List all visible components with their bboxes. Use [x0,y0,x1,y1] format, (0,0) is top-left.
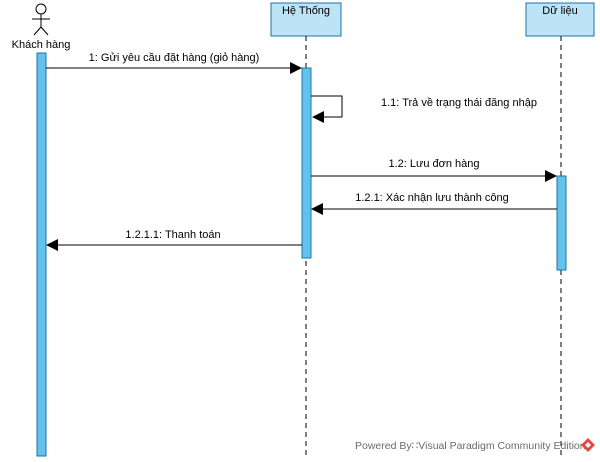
activation-du-lieu[interactable] [556,175,567,271]
message-1-2[interactable]: 1.2: Lưu đơn hàng [311,158,557,182]
arrowhead-icon [545,170,557,182]
message-label: 1.1: Trả về trạng thái đăng nhập [381,97,537,109]
watermark-text: Powered By∷Visual Paradigm Community Edi… [355,440,586,452]
lifeline-label-khach-hang: Khách hàng [12,39,71,51]
message-label: 1.2.1.1: Thanh toán [125,229,220,241]
lifeline-du-lieu-head[interactable]: Dữ liệu [525,2,595,37]
message-1-1[interactable]: 1.1: Trả về trạng thái đăng nhập [311,95,537,123]
actor-icon [32,3,50,36]
arrowhead-icon [290,62,302,74]
arrowhead-icon [311,203,323,215]
message-label: 1.2: Lưu đơn hàng [388,158,479,170]
message-label: 1.2.1: Xác nhận lưu thành công [355,192,509,204]
activation-khach-hang[interactable] [36,52,47,457]
message-1-2-1-1[interactable]: 1.2.1.1: Thanh toán [46,229,302,251]
arrowhead-icon [46,239,58,251]
message-label: 1: Gửi yêu cầu đặt hàng (giỏ hàng) [89,52,260,64]
lifeline-box-du-lieu [525,2,595,37]
message-line [311,95,343,118]
message-1[interactable]: 1: Gửi yêu cầu đặt hàng (giỏ hàng) [46,52,302,74]
lifeline-box-he-thong [270,2,342,37]
activation-he-thong[interactable] [301,67,312,259]
watermark-product: Visual Paradigm Community Edition [418,440,585,452]
actor-khach-hang[interactable]: Khách hàng [12,3,71,51]
lifeline-label-he-thong: Hệ Thống [282,5,330,17]
message-1-2-1[interactable]: 1.2.1: Xác nhận lưu thành công [311,192,557,215]
arrowhead-icon [312,111,324,123]
visual-paradigm-logo-icon [581,438,595,452]
watermark-prefix: Powered By∷ [355,440,419,452]
watermark: Powered By∷Visual Paradigm Community Edi… [355,438,595,452]
lifeline-label-du-lieu: Dữ liệu [542,5,578,17]
lifeline-he-thong-head[interactable]: Hệ Thống [270,2,342,37]
